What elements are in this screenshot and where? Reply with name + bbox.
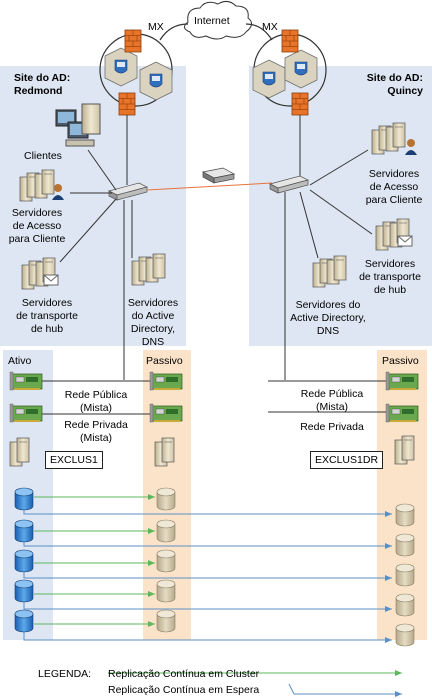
legend-scr-label: Replicação Contínua em Espera	[108, 684, 260, 696]
net-left-public-l2: (Mista)	[79, 402, 113, 414]
cas-right-l1: Servidores	[368, 168, 420, 180]
legend-scr-line	[288, 683, 402, 697]
hub-right-l2: de transporte	[359, 271, 421, 283]
exclus1dr-server-icon	[394, 435, 415, 465]
ativo-label: Ativo	[8, 355, 32, 367]
ad-left-l3: Directory,	[130, 323, 176, 335]
internet-label: Internet	[194, 15, 230, 27]
hub-right-l3: de hub	[373, 284, 407, 296]
net-right-private-l1: Rede Privada	[300, 421, 364, 433]
hub-right-l1: Servidores	[364, 258, 416, 270]
ad-right-l3: DNS	[316, 325, 340, 337]
mx-right-label: MX	[262, 21, 278, 33]
net-left-public-l1: Rede Pública	[64, 389, 128, 401]
hub-left-l2: de transporte	[16, 310, 78, 322]
wan-link	[146, 182, 273, 191]
cas-left-l3: para Cliente	[8, 233, 66, 245]
replication-arrows	[23, 494, 392, 643]
net-left-private-l1: Rede Privada	[64, 419, 128, 431]
hub-left-l3: de hub	[30, 323, 64, 335]
ad-left-l4: DNS	[141, 336, 165, 348]
passivo-left-label: Passivo	[146, 355, 183, 367]
wan-router	[201, 167, 236, 184]
mx-left-label: MX	[148, 21, 164, 33]
cas-left-l2: de Acesso	[12, 220, 62, 232]
ad-right-l1: Servidores do	[295, 299, 361, 311]
net-right-public-l2: (Mista)	[315, 401, 349, 413]
site-left-line1: Site do AD:	[14, 72, 71, 84]
net-left-private-l2: (Mista)	[79, 432, 113, 444]
ad-left-l2: do Active	[131, 310, 175, 322]
clientes-icon	[55, 103, 101, 147]
exclus1dr-tag: EXCLUS1DR	[310, 451, 384, 469]
passivo-right-label: Passivo	[382, 355, 419, 367]
clientes-label: Clientes	[24, 150, 62, 162]
cas-right-l3: para Cliente	[365, 194, 423, 206]
hub-left-l1: Servidores	[21, 297, 73, 309]
site-left-line2: Redmond	[14, 85, 63, 97]
cas-left-l1: Servidores	[11, 207, 63, 219]
net-right-public-l1: Rede Pública	[300, 388, 364, 400]
legend-ccr-label: Replicação Contínua em Cluster	[108, 668, 260, 680]
site-right-line1: Site do AD:	[366, 72, 423, 84]
cas-right-l2: de Acesso	[369, 181, 419, 193]
ad-left-l1: Servidores	[127, 297, 179, 309]
ad-right-l2: Active Directory,	[290, 312, 366, 324]
site-quincy-area	[249, 66, 432, 346]
exclus1-server-icon	[9, 437, 30, 467]
internet-link-left	[159, 23, 189, 41]
site-right-line2: Quincy	[387, 85, 423, 97]
exclus1-tag: EXCLUS1	[45, 451, 103, 469]
internet-link-right	[245, 23, 273, 41]
passivo-right-column	[377, 350, 427, 640]
legend-title: LEGENDA:	[38, 668, 92, 680]
